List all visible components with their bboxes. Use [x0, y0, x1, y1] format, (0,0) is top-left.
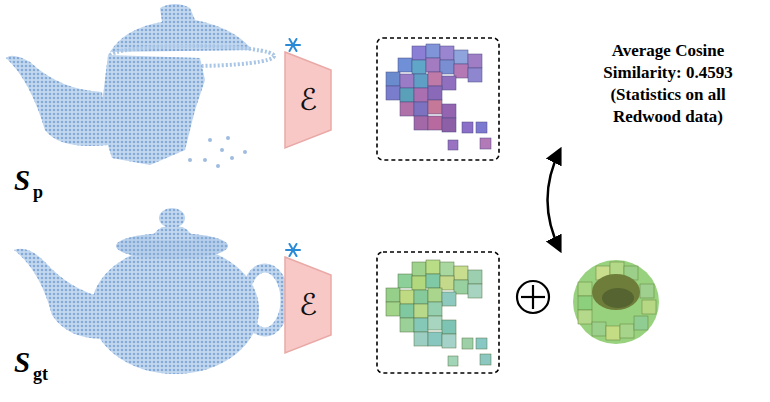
encoder-symbol: ℰ: [299, 85, 317, 115]
feature-box: [377, 38, 499, 160]
cloud-subscript: p: [33, 183, 43, 201]
comparison-arrow: [548, 150, 561, 250]
plus-symbol: [517, 281, 549, 313]
voxel-feature: [386, 44, 491, 150]
note-text: (Statistics on all Redwood data): [577, 84, 759, 128]
voxel-feature: [386, 260, 491, 366]
voxel-feature: [573, 260, 659, 344]
encoder-symbol: ℰ: [299, 290, 317, 320]
complete-point-cloud: [14, 208, 285, 374]
encoder-block: ℰ: [283, 255, 333, 355]
partial-point-cloud: [6, 4, 274, 168]
similarity-note: Average Cosine Similarity: 0.4593(Statis…: [577, 40, 759, 128]
encoder-block: ℰ: [283, 50, 333, 150]
cloud-subscript: gt: [33, 365, 48, 383]
feature-box: [377, 252, 499, 373]
cloud-symbol: S: [14, 348, 30, 377]
cloud-symbol: S: [14, 166, 30, 195]
note-text: Average Cosine Similarity: 0.4593: [577, 40, 759, 84]
